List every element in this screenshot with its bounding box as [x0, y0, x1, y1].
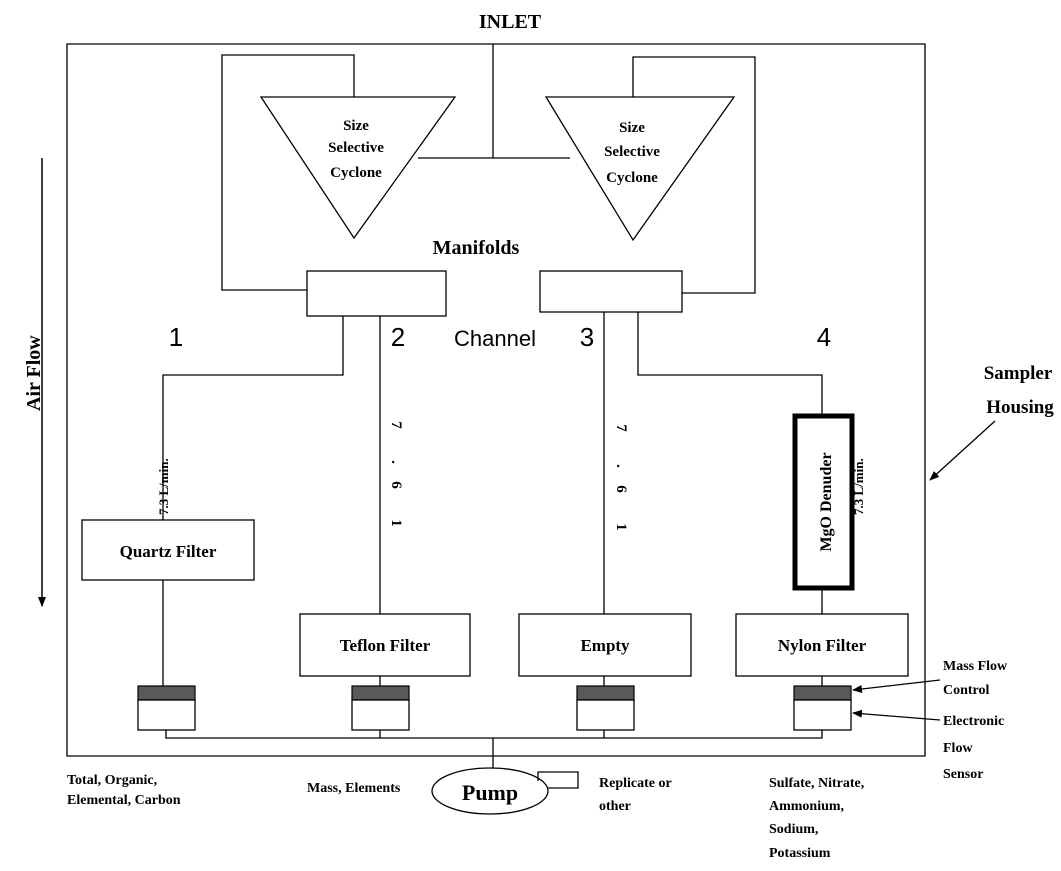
flow-rate-4: 7.3 L/min.: [851, 458, 866, 515]
pump-collector-line: [165, 730, 823, 739]
sampler-housing-frame: [66, 43, 926, 757]
pump-label: Pump: [462, 780, 518, 805]
cyclone-right-line1: Size: [619, 120, 645, 136]
analysis-ch4-line3: Sodium,: [769, 822, 818, 837]
manifold-left: [306, 270, 447, 317]
cyclone-right: [544, 96, 736, 242]
cyclone-right-line3: Cyclone: [606, 170, 658, 186]
cyclone-left: [259, 96, 457, 240]
flow-sensor-line2: Flow: [943, 741, 973, 756]
quartz-filter-box: [81, 519, 255, 581]
flow-rate-2-digit-1: 7: [388, 421, 404, 429]
teflon-filter-label: Teflon Filter: [340, 636, 431, 655]
flow-rate-3-digit-1: 7: [613, 424, 629, 432]
analysis-ch4-line1: Sulfate, Nitrate,: [769, 776, 864, 791]
analysis-ch4-line2: Ammonium,: [769, 799, 844, 814]
analysis-ch4-line4: Potassium: [769, 846, 831, 861]
flow-rate-3-digit-3: 6: [613, 485, 629, 493]
cyclone-right-line2: Selective: [604, 144, 660, 160]
mass-flow-control-3: [576, 685, 635, 701]
channel-4-number: 4: [817, 322, 831, 352]
mass-flow-control-2: [351, 685, 410, 701]
mass-flow-control-1: [137, 685, 196, 701]
channel-3-number: 3: [580, 322, 594, 352]
flow-unit-2: [351, 685, 410, 731]
empty-box: [518, 613, 692, 677]
manifolds-label: Manifolds: [433, 237, 520, 259]
sampler-housing-arrow: [929, 420, 996, 481]
flow-rate-1: 7.3 L/min.: [156, 458, 171, 515]
cyclone-left-line3: Cyclone: [330, 165, 382, 181]
empty-label: Empty: [580, 636, 630, 655]
left-cyclone-loop: [221, 54, 355, 291]
mass-flow-control-line2: Control: [943, 683, 990, 698]
flow-unit-1: [137, 685, 196, 731]
flow-sensor-2: [351, 699, 410, 731]
flow-sensor-4: [793, 699, 852, 731]
flow-sensor-line3: Sensor: [943, 767, 983, 782]
flow-unit-3: [576, 685, 635, 731]
flow-rate-2-digit-3: 6: [388, 481, 404, 489]
channel-1-number: 1: [169, 322, 183, 352]
flow-sensor-line1: Electronic: [943, 714, 1004, 729]
inlet-label: INLET: [479, 11, 542, 33]
teflon-filter-box: [299, 613, 471, 677]
analysis-ch1-line2: Elemental, Carbon: [67, 793, 181, 808]
flow-sensor-3: [576, 699, 635, 731]
channel-1-line: [162, 316, 344, 520]
analysis-ch1-line1: Total, Organic,: [67, 773, 157, 788]
manifold-right: [539, 270, 683, 313]
channel-label: Channel: [454, 326, 536, 351]
quartz-filter-label: Quartz Filter: [120, 542, 217, 561]
pump: [431, 767, 549, 815]
analysis-ch3-line1: Replicate or: [599, 776, 672, 791]
cyclone-left-line1: Size: [343, 118, 369, 134]
flow-rate-3-digit-4: 1: [613, 523, 629, 531]
analysis-ch2-line1: Mass, Elements: [307, 781, 401, 796]
cyclone-left-line2: Selective: [328, 140, 384, 156]
sampler-housing-line1: Sampler: [984, 363, 1053, 384]
pump-exhaust: [537, 771, 579, 789]
denuder-label: MgO Denuder: [818, 452, 835, 551]
mass-flow-control-arrow: [852, 679, 941, 693]
flow-unit-4: [793, 685, 852, 731]
right-cyclone-loop: [632, 56, 756, 294]
air-flow-label: Air Flow: [23, 335, 45, 411]
analysis-ch3-line2: other: [599, 799, 631, 814]
flow-rate-3-digit-2: .: [613, 464, 629, 468]
mgo-denuder: [792, 413, 855, 591]
flow-rate-2-digit-4: 1: [388, 519, 404, 527]
flow-sensor-arrow: [852, 709, 941, 721]
nylon-filter-label: Nylon Filter: [778, 636, 867, 655]
sampler-housing-line2: Housing: [986, 397, 1054, 418]
nylon-filter-box: [735, 613, 909, 677]
flow-sensor-1: [137, 699, 196, 731]
channel-4-line: [637, 312, 823, 414]
mass-flow-control-line1: Mass Flow: [943, 659, 1008, 674]
channel-2-number: 2: [391, 322, 405, 352]
flow-rate-2-digit-2: .: [388, 460, 404, 464]
mass-flow-control-4: [793, 685, 852, 701]
